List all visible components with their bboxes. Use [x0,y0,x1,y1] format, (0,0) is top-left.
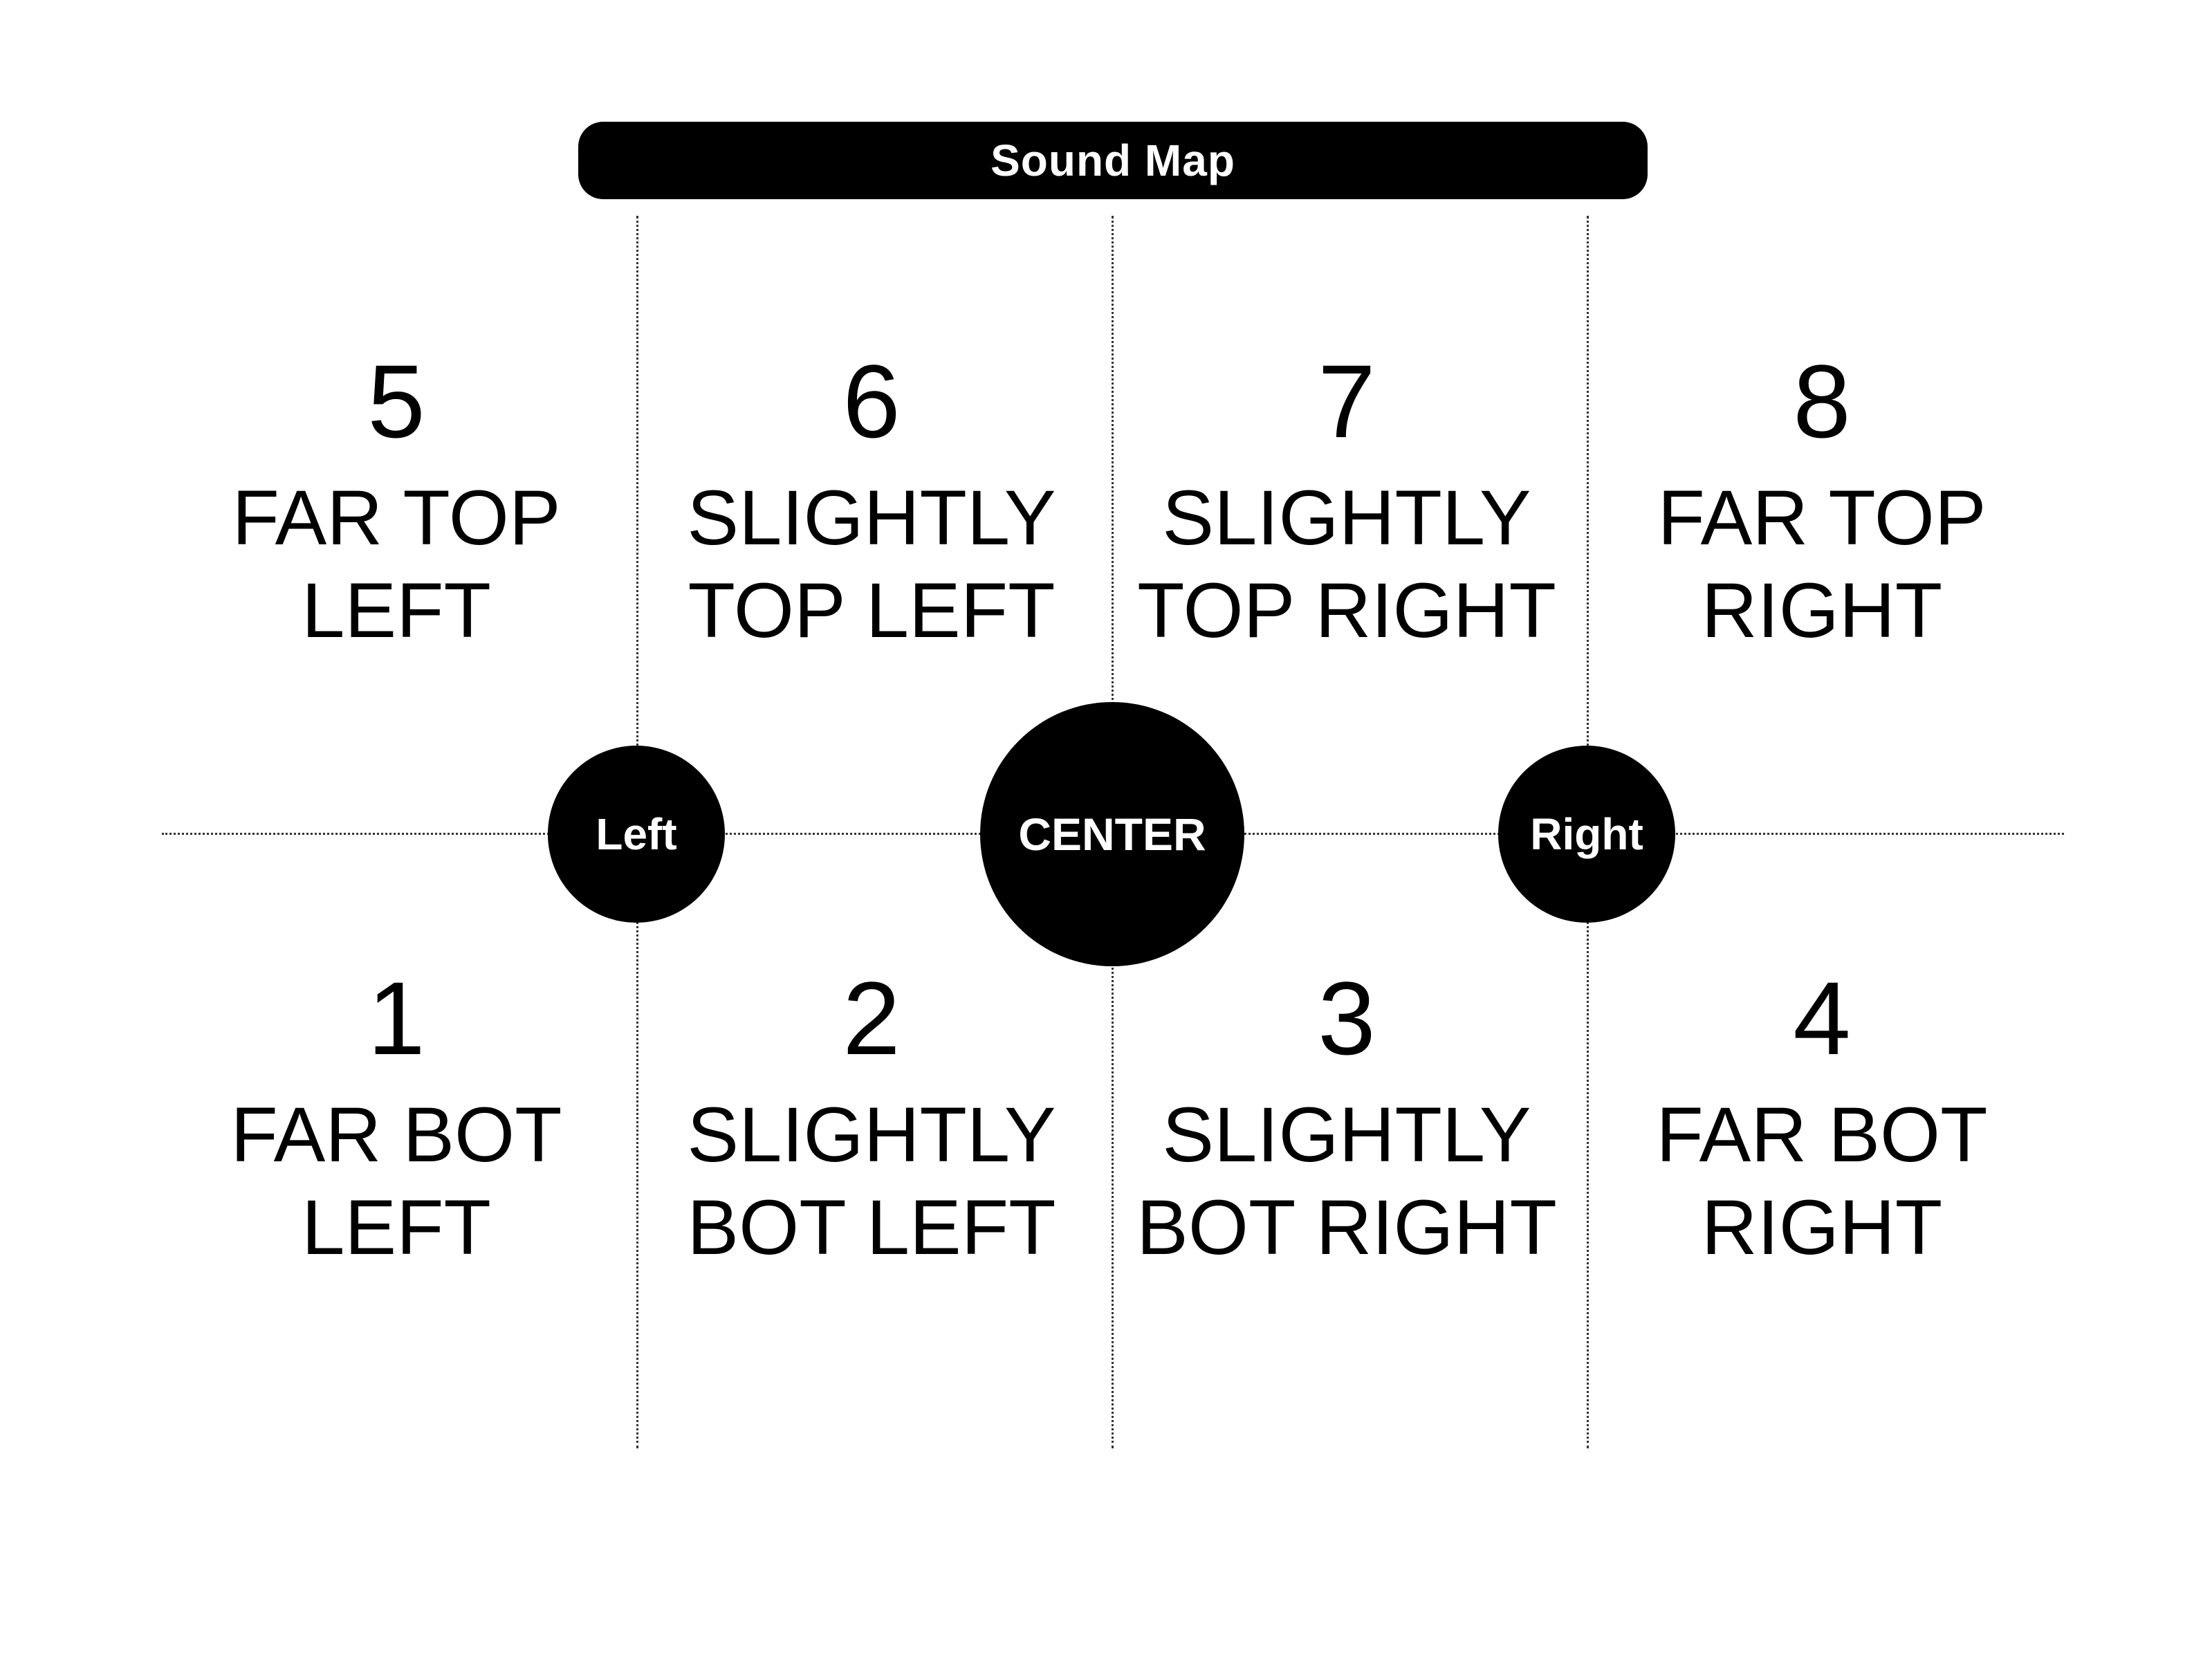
zone-5-label: FAR TOP LEFT [232,474,561,654]
zone-1-label: FAR BOT LEFT [230,1091,562,1271]
zone-2-label: SLIGHTLY BOT LEFT [687,1091,1056,1271]
zone-5-number: 5 [367,343,425,459]
node-left-label: Left [596,809,677,859]
sound-map-title-bar: Sound Map [578,122,1648,199]
zone-8-label: FAR TOP RIGHT [1657,474,1987,654]
sound-map-title: Sound Map [990,136,1235,185]
zone-2-number: 2 [842,960,901,1076]
zone-7: 7 SLIGHTLY TOP RIGHT [1125,346,1568,657]
zone-4-number: 4 [1793,960,1851,1076]
zone-5: 5 FAR TOP LEFT [175,346,618,657]
zone-4-label: FAR BOT RIGHT [1656,1091,1988,1271]
node-right: Right [1498,746,1675,923]
zone-4: 4 FAR BOT RIGHT [1601,963,2043,1274]
zone-8-number: 8 [1793,343,1851,459]
zone-7-number: 7 [1318,343,1376,459]
zone-6-number: 6 [842,343,901,459]
zone-3-label: SLIGHTLY BOT RIGHT [1136,1091,1557,1271]
node-center: CENTER [980,702,1244,966]
zone-6-label: SLIGHTLY TOP LEFT [687,474,1056,654]
zone-3-number: 3 [1318,960,1376,1076]
zone-1-number: 1 [367,960,425,1076]
zone-7-label: SLIGHTLY TOP RIGHT [1137,474,1556,654]
zone-2: 2 SLIGHTLY BOT LEFT [650,963,1093,1274]
zone-1: 1 FAR BOT LEFT [175,963,618,1274]
zone-8: 8 FAR TOP RIGHT [1601,346,2043,657]
node-center-label: CENTER [1018,809,1206,860]
zone-3: 3 SLIGHTLY BOT RIGHT [1125,963,1568,1274]
zone-6: 6 SLIGHTLY TOP LEFT [650,346,1093,657]
node-left: Left [548,746,725,923]
node-right-label: Right [1530,809,1643,859]
